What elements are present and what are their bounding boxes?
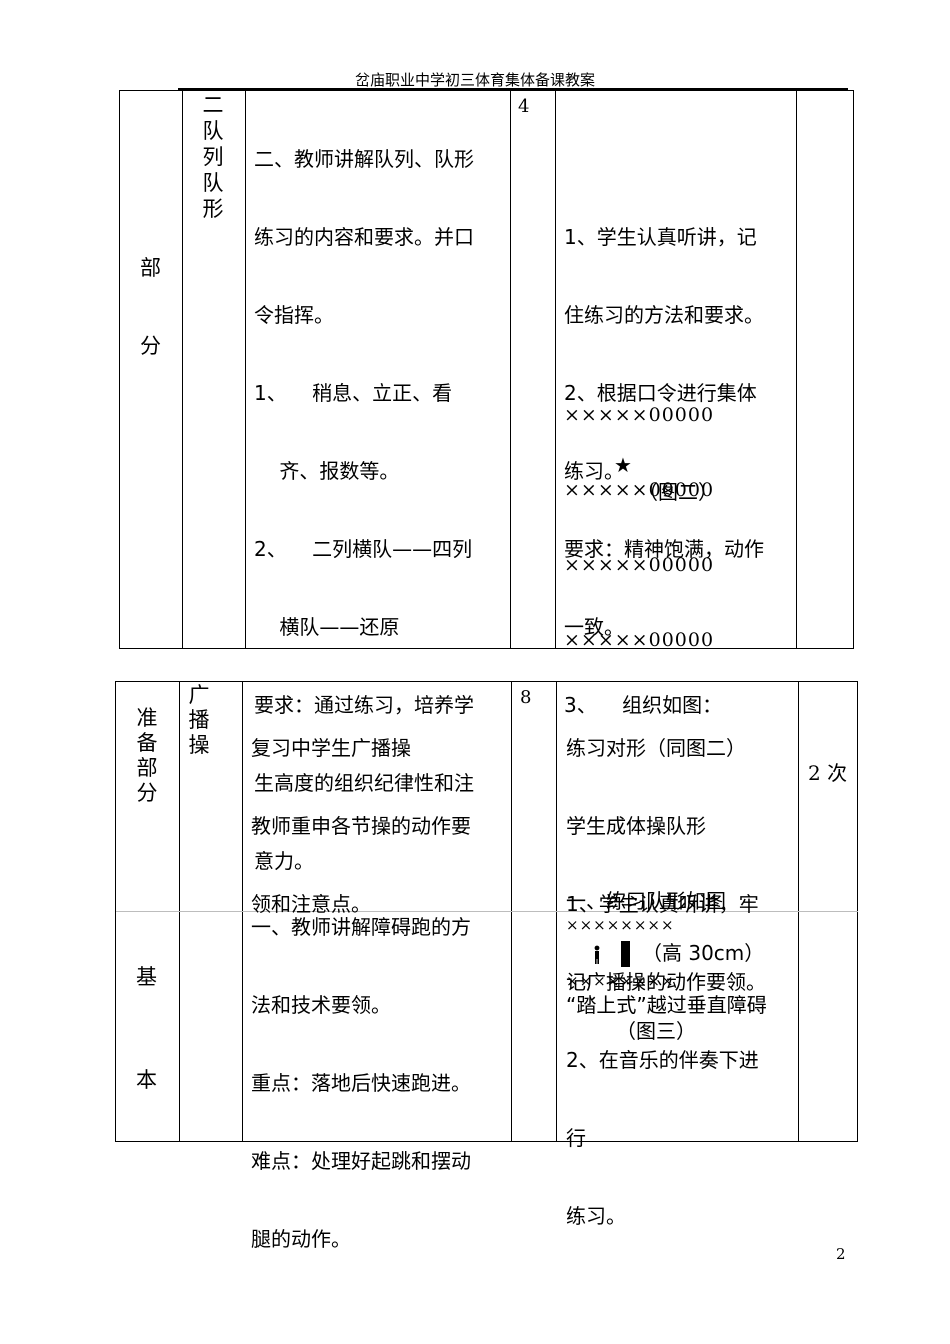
content-line: 横队——还原: [254, 615, 400, 639]
content-line: 一、教师讲解障碍跑的方: [251, 915, 471, 939]
item-title-char: 播: [188, 708, 210, 732]
part-label-char: 本: [136, 1068, 157, 1092]
method-line: 2、根据口令进行集体: [564, 381, 757, 405]
section-divider: [116, 911, 556, 912]
teacher-star-icon: ★: [614, 453, 632, 477]
content-line: 领和注意点。: [251, 892, 371, 916]
part-label-char: 部: [140, 256, 161, 280]
step-method-text: “踏上式”越过垂直障碍: [566, 993, 767, 1017]
method-line: 行: [566, 1126, 586, 1150]
figure-caption: （图二）: [638, 480, 718, 504]
column-divider: [555, 91, 556, 648]
method-bottom-title: 一、练习队形如图: [566, 889, 726, 913]
method-line: 学生成体操队形: [566, 814, 706, 838]
part-label-char: 分: [136, 781, 158, 805]
formation-row: ×××××00000: [564, 554, 715, 576]
method-line: 住练习的方法和要求。: [564, 303, 764, 327]
content-line: 教师重申各节操的动作要: [251, 814, 471, 838]
content-line: 练习的内容和要求。并口: [254, 225, 474, 249]
hurdle-height-label: （高 30cm）: [642, 941, 765, 965]
content-line: 复习中学生广播操: [251, 736, 411, 760]
column-divider: [182, 91, 183, 648]
formation-row: ×××××00000: [564, 404, 715, 426]
content-text-bottom: 一、教师讲解障碍跑的方 法和技术要领。 重点：落地后快速跑进。 难点：处理好起跳…: [251, 862, 471, 1304]
part-label-char: 基: [136, 965, 157, 989]
hurdle-bar-icon: [621, 941, 630, 967]
lesson-table-2: 准 备 部 分 基 本 广 播 操 复习中学生广播操 教师重申各节操的动作要 领…: [115, 681, 858, 1251]
method-line: 练习。: [564, 459, 624, 483]
item-title-char: 广: [188, 683, 210, 707]
formation-diagram: ×××××00000 ×××××00000 ×××××00000 ×××××00…: [564, 353, 714, 703]
content-text: 二、教师讲解队列、队形 练习的内容和要求。并口 令指挥。 1、 稍息、立正、看 …: [254, 94, 474, 926]
content-line: 腿的动作。: [251, 1227, 351, 1251]
method-line: 1、学生认真听讲，牢: [566, 892, 759, 916]
item-title-char: 列: [202, 145, 224, 169]
page-number: 2: [836, 1245, 846, 1263]
formation-row: ×××××00000: [564, 479, 715, 501]
method-line: 一致。: [564, 615, 624, 639]
content-line: 2、 二列横队——四列: [254, 537, 473, 561]
section-divider: [556, 911, 858, 912]
item-title-char: 队: [202, 171, 224, 195]
content-line: 法和技术要领。: [251, 993, 391, 1017]
formation-row: ××××××××: [566, 972, 675, 990]
method-line: 3、 组织如图：: [564, 693, 723, 717]
lesson-table-1: 部 分 二 队 列 队 形 二、教师讲解队列、队形 练习的内容和要求。并口 令指…: [119, 90, 854, 873]
time-value: 8: [520, 687, 532, 708]
column-divider: [245, 91, 246, 648]
method-text-top: 练习对形（同图二） 学生成体操队形 1、学生认真听讲，牢 记广播操的动作要领。 …: [566, 683, 766, 1281]
content-line: 难点：处理好起跳和摆动: [251, 1149, 471, 1173]
count-value: 2 次: [808, 761, 848, 785]
person-icon: [594, 945, 600, 964]
figure-caption: （图三）: [616, 1019, 696, 1043]
item-title-char: 队: [202, 119, 224, 143]
content-line: 齐、报数等。: [254, 459, 400, 483]
method-line: 练习对形（同图二）: [566, 736, 746, 760]
content-line: 要求：通过练习，培养学: [254, 693, 474, 717]
method-line: 要求：精神饱满，动作: [564, 537, 764, 561]
content-line: 二、教师讲解队列、队形: [254, 147, 474, 171]
column-divider: [510, 91, 511, 648]
item-title: 二 队 列 队 形: [198, 92, 228, 222]
part-label-top: 准 备 部 分: [132, 706, 162, 806]
content-line: 令指挥。: [254, 303, 334, 327]
item-title-char: 形: [202, 197, 224, 221]
content-line: 生高度的组织纪律性和注: [254, 771, 474, 795]
part-label-char: 部: [136, 756, 158, 780]
method-line: 练习。: [566, 1204, 626, 1228]
content-line: 意力。: [254, 849, 314, 873]
method-line: 1、学生认真听讲，记: [564, 225, 757, 249]
item-title-char: 二: [202, 93, 224, 117]
method-line: 记广播操的动作要领。: [566, 970, 766, 994]
item-title-char: 操: [188, 733, 210, 757]
student-figure-icon: [592, 945, 602, 965]
content-line: 1、 稍息、立正、看: [254, 381, 453, 405]
method-line: 2、在音乐的伴奏下进: [566, 1048, 759, 1072]
formation-row: ×××××00000: [564, 629, 715, 651]
time-value: 4: [518, 96, 530, 117]
item-title: 广 播 操: [184, 683, 214, 758]
formation-row: ××××××××: [566, 916, 675, 934]
part-label-char: 分: [140, 334, 161, 358]
content-text-top: 复习中学生广播操 教师重申各节操的动作要 领和注意点。: [251, 683, 471, 969]
part-label-char: 准: [136, 706, 158, 730]
content-line: 重点：落地后快速跑进。: [251, 1071, 471, 1095]
method-text: 1、学生认真听讲，记 住练习的方法和要求。 2、根据口令进行集体 练习。 要求：…: [564, 172, 764, 770]
column-divider: [796, 91, 797, 648]
document-header-title: 岔庙职业中学初三体育集体备课教案: [354, 71, 595, 89]
part-label-char: 备: [136, 731, 158, 755]
header-rule: [178, 88, 848, 90]
